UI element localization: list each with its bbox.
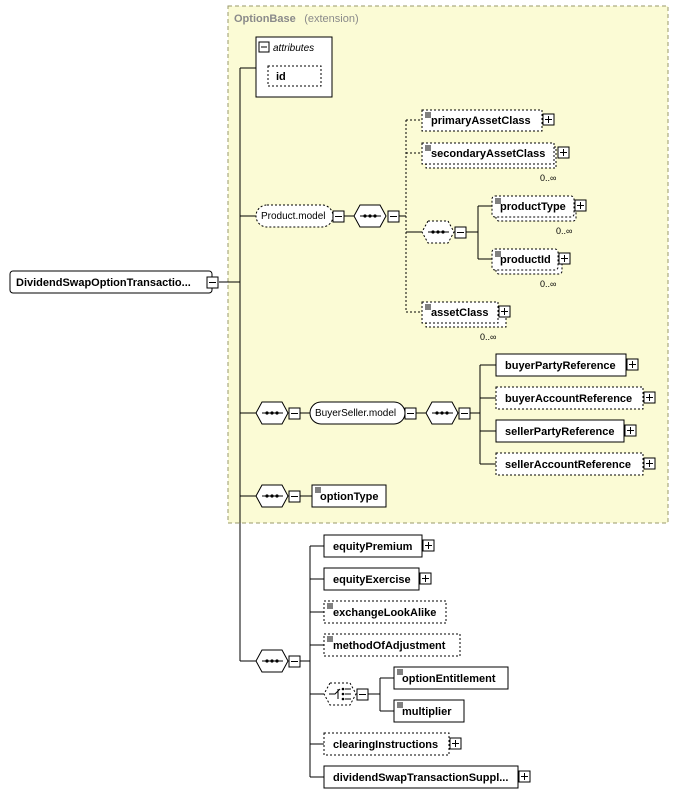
cardinality-label: 0..∞ [540,173,556,183]
sequence-compositor-icon[interactable] [255,401,301,425]
buyer-party-reference-element[interactable]: buyerPartyReference [495,353,639,377]
multiplier-element[interactable]: multiplier [393,699,465,723]
cardinality-label: 0..∞ [556,226,572,236]
cardinality-label: 0..∞ [480,332,496,342]
svg-text:optionEntitlement: optionEntitlement [402,673,496,685]
svg-text:sellerPartyReference: sellerPartyReference [505,426,614,438]
sequence-compositor-icon[interactable] [255,484,301,508]
svg-text:sellerAccountReference: sellerAccountReference [505,459,631,471]
choice-compositor-icon[interactable] [323,682,369,706]
svg-text:equityExercise: equityExercise [333,574,411,586]
svg-text:methodOfAdjustment: methodOfAdjustment [333,640,446,652]
attributes-title: attributes [273,43,314,54]
svg-text:clearingInstructions: clearingInstructions [333,739,438,751]
buyer-account-reference-element[interactable]: buyerAccountReference [495,386,656,410]
option-entitlement-element[interactable]: optionEntitlement [393,666,509,690]
svg-text:id: id [276,71,286,83]
root-element[interactable]: DividendSwapOptionTransactio... [9,270,219,294]
clearing-instructions-element[interactable]: clearingInstructions [323,732,462,756]
primary-asset-class-element[interactable]: primaryAssetClass [421,109,555,132]
svg-text:equityPremium: equityPremium [333,541,413,553]
svg-text:productId: productId [500,254,551,266]
attribute-id[interactable]: id [267,65,322,87]
svg-text:productType: productType [500,201,566,213]
method-of-adjustment-element[interactable]: methodOfAdjustment [323,633,461,657]
cardinality-label: 0..∞ [540,279,556,289]
svg-text:dividendSwapTransactionSuppl..: dividendSwapTransactionSuppl... [333,772,508,784]
equity-exercise-element[interactable]: equityExercise [323,567,432,591]
exchange-look-alike-element[interactable]: exchangeLookAlike [323,600,447,624]
extension-title: OptionBase (extension) [234,9,359,26]
svg-text:Product.model: Product.model [261,211,325,222]
svg-text:assetClass: assetClass [431,307,489,319]
svg-text:buyerAccountReference: buyerAccountReference [505,393,632,405]
seller-account-reference-element[interactable]: sellerAccountReference [495,452,656,476]
svg-text:buyerPartyReference: buyerPartyReference [505,360,616,372]
product-type-element[interactable]: productType [491,195,587,222]
sequence-compositor-icon[interactable] [421,220,467,244]
equity-premium-element[interactable]: equityPremium [323,534,435,558]
buyer-seller-model-group[interactable]: BuyerSeller.model [309,401,417,425]
secondary-asset-class-element[interactable]: secondaryAssetClass [421,142,570,169]
dividend-swap-transaction-supplement-element[interactable]: dividendSwapTransactionSuppl... [323,765,531,789]
svg-text:secondaryAssetClass: secondaryAssetClass [431,148,545,160]
sequence-compositor-icon[interactable] [255,649,301,673]
option-type-element[interactable]: optionType [311,484,387,508]
seller-party-reference-element[interactable]: sellerPartyReference [495,419,637,443]
svg-text:optionType: optionType [320,491,378,503]
product-id-element[interactable]: productId [491,248,571,275]
svg-text:exchangeLookAlike: exchangeLookAlike [333,607,436,619]
svg-text:DividendSwapOptionTransactio..: DividendSwapOptionTransactio... [16,277,191,289]
sequence-compositor-icon[interactable] [425,401,471,425]
sequence-compositor-icon[interactable] [353,204,400,228]
product-model-group[interactable]: Product.model [255,204,345,228]
attributes-box: attributes id [255,36,333,98]
svg-text:multiplier: multiplier [402,706,452,718]
svg-text:BuyerSeller.model: BuyerSeller.model [315,408,396,419]
optional-connector-lines [240,119,422,313]
asset-class-element[interactable]: assetClass [421,301,511,328]
svg-text:primaryAssetClass: primaryAssetClass [431,115,531,127]
